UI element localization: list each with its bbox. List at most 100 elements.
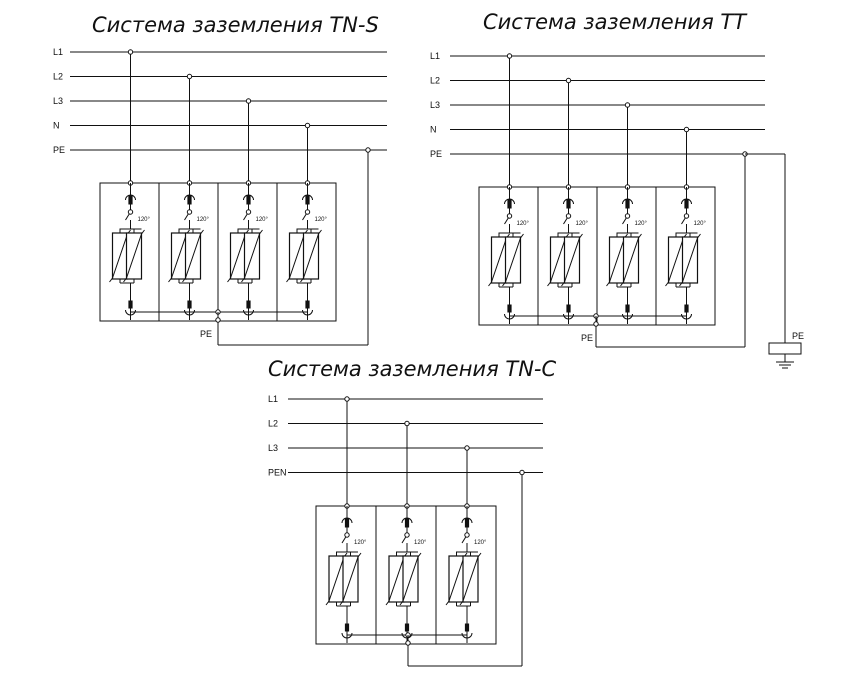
top-contact-arc bbox=[125, 194, 136, 201]
disconnect-pivot bbox=[344, 532, 350, 538]
spd-module-1: 120° bbox=[109, 183, 151, 320]
top-contact-block bbox=[344, 518, 350, 528]
top-contact-arc bbox=[243, 194, 254, 201]
bus-tap bbox=[186, 73, 193, 80]
bus-tap bbox=[304, 122, 311, 129]
spd-module-1: 120° bbox=[488, 187, 530, 324]
spd-module-1: 120° bbox=[325, 506, 367, 643]
bus-label-l3: L3 bbox=[268, 443, 278, 453]
disconnect-pivot bbox=[186, 209, 193, 215]
bus-label-n: N bbox=[430, 125, 437, 135]
varistor-slash bbox=[385, 552, 408, 606]
bottom-contact-block bbox=[566, 304, 571, 313]
disconnect-pivot bbox=[683, 213, 690, 219]
varistor-slash bbox=[241, 229, 263, 283]
bus-tap bbox=[565, 77, 572, 84]
bus-tap bbox=[344, 396, 350, 402]
varistor-slash bbox=[679, 233, 701, 287]
rating-label: 120° bbox=[138, 217, 151, 223]
rating-label: 120° bbox=[315, 217, 328, 223]
rating-label: 120° bbox=[354, 540, 367, 546]
bus-label-pen: PEN bbox=[268, 468, 287, 478]
disconnect-pivot bbox=[624, 213, 631, 219]
top-contact-arc bbox=[563, 198, 574, 205]
top-contact-block bbox=[246, 195, 251, 205]
bottom-contact-block bbox=[128, 300, 133, 309]
pe-terminal bbox=[405, 640, 411, 646]
bus-label-l2: L2 bbox=[53, 72, 63, 82]
earth-terminal: PE bbox=[745, 153, 804, 369]
bus-label-l2: L2 bbox=[268, 419, 278, 429]
spd-module-3: 120° bbox=[227, 183, 269, 320]
varistor-slash bbox=[620, 233, 642, 287]
top-contact-arc bbox=[341, 517, 353, 524]
bottom-contact-block bbox=[404, 623, 410, 632]
pe-bus-tap bbox=[365, 147, 371, 153]
spd-module-4: 120° bbox=[665, 187, 707, 324]
varistor-slash bbox=[182, 229, 204, 283]
disconnect-pivot bbox=[506, 213, 513, 219]
varistor-slash bbox=[488, 233, 510, 287]
bus-tap bbox=[506, 53, 513, 59]
tn-s-diagram: Система заземления TN-S L1L2L3NPE120°120… bbox=[53, 13, 387, 346]
varistor-slash bbox=[286, 229, 308, 283]
tt-title: Система заземления TT bbox=[483, 10, 748, 34]
rating-label: 120° bbox=[576, 221, 589, 227]
disconnect-pivot bbox=[404, 532, 410, 538]
top-contact-block bbox=[625, 199, 630, 209]
bottom-contact-block bbox=[344, 623, 350, 632]
pe-terminal bbox=[593, 321, 599, 327]
varistor-slash bbox=[325, 552, 348, 606]
varistor-slash bbox=[227, 229, 249, 283]
disconnect-pivot bbox=[464, 532, 470, 538]
bus-label-l1: L1 bbox=[53, 47, 63, 57]
top-contact-block bbox=[684, 199, 689, 209]
tn-c-title: Система заземления TN-C bbox=[268, 357, 557, 381]
rating-label: 120° bbox=[414, 540, 427, 546]
bus-label-l3: L3 bbox=[430, 100, 440, 110]
varistor-slash bbox=[547, 233, 569, 287]
varistor-slash bbox=[606, 233, 628, 287]
varistor-slash bbox=[109, 229, 131, 283]
varistor-slash bbox=[459, 552, 482, 606]
varistor-slash bbox=[665, 233, 687, 287]
rating-label: 120° bbox=[474, 540, 487, 546]
bus-label-l1: L1 bbox=[430, 51, 440, 61]
disconnect-pivot bbox=[565, 213, 572, 219]
rating-label: 120° bbox=[635, 221, 648, 227]
rating-label: 120° bbox=[197, 217, 210, 223]
bottom-contact-block bbox=[684, 304, 689, 313]
bottom-contact-block bbox=[507, 304, 512, 313]
top-contact-arc bbox=[681, 198, 692, 205]
varistor-slash bbox=[123, 229, 145, 283]
varistor-slash bbox=[339, 552, 362, 606]
rating-label: 120° bbox=[517, 221, 530, 227]
bus-label-n: N bbox=[53, 121, 60, 131]
top-contact-block bbox=[464, 518, 470, 528]
top-contact-block bbox=[187, 195, 192, 205]
pe-label: PE bbox=[581, 333, 593, 343]
rating-label: 120° bbox=[256, 217, 269, 223]
bus-label-l1: L1 bbox=[268, 394, 278, 404]
bus-label-l2: L2 bbox=[430, 76, 440, 86]
bottom-contact-block bbox=[464, 623, 470, 632]
bus-tap bbox=[404, 420, 410, 427]
bus-label-pe: PE bbox=[53, 145, 65, 155]
top-contact-arc bbox=[461, 517, 473, 524]
bus-tap bbox=[127, 49, 134, 55]
top-contact-arc bbox=[504, 198, 515, 205]
bus-tap bbox=[464, 445, 470, 451]
top-contact-arc bbox=[401, 517, 413, 524]
varistor-slash bbox=[168, 229, 190, 283]
pe-terminal bbox=[215, 317, 221, 323]
bus-label-pe: PE bbox=[430, 149, 442, 159]
rating-label: 120° bbox=[694, 221, 707, 227]
spd-module-2: 120° bbox=[385, 506, 427, 643]
bus-tap bbox=[245, 98, 252, 104]
bus-label-l3: L3 bbox=[53, 96, 63, 106]
spd-module-4: 120° bbox=[286, 183, 328, 320]
spd-module-3: 120° bbox=[606, 187, 648, 324]
top-contact-arc bbox=[302, 194, 313, 201]
earth-node bbox=[781, 345, 789, 353]
